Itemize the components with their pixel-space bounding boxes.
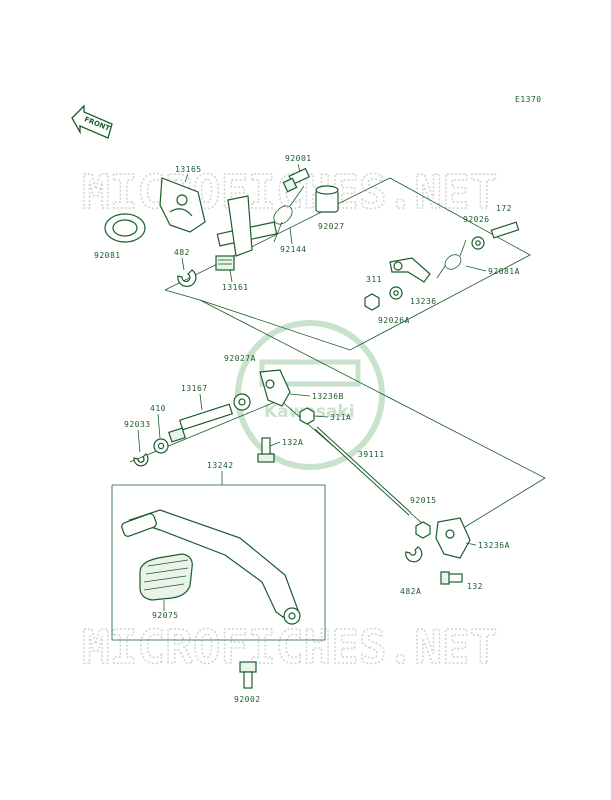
part-13167-shaft (168, 403, 234, 443)
part-410-washer (153, 438, 169, 454)
label-92075: 92075 (152, 611, 179, 620)
part-13236b-lever (259, 369, 291, 407)
label-92033: 92033 (124, 420, 151, 429)
part-92001-bolt (282, 167, 311, 193)
label-13242: 13242 (207, 461, 234, 470)
label-92081: 92081 (94, 251, 121, 260)
label-13236: 13236 (410, 297, 437, 306)
part-92033-ring (133, 453, 149, 467)
label-13167: 13167 (181, 384, 208, 393)
label-92081a: 92081A (488, 267, 520, 276)
part-132a-bolt (257, 437, 275, 463)
label-92027a: 92027A (224, 354, 256, 363)
part-92081-clip (104, 213, 146, 243)
part-92026-washer (471, 236, 485, 250)
label-13236a: 13236A (478, 541, 510, 550)
label-92027: 92027 (318, 222, 345, 231)
watermark-bottom: MICROFICHES.NET (82, 620, 497, 674)
part-13242-shift-pedal (121, 509, 301, 625)
label-39111: 39111 (358, 450, 385, 459)
label-92001: 92001 (285, 154, 312, 163)
part-92015-nut (415, 521, 431, 539)
part-482a-circlip (405, 546, 423, 563)
part-482-circlip (177, 269, 197, 287)
watermark-top: MICROFICHES.NET (82, 165, 497, 219)
label-13161: 13161 (222, 283, 249, 292)
diagram-code: E1370 (515, 95, 542, 104)
part-311a-nut (299, 407, 315, 425)
label-13236b: 13236B (312, 392, 344, 401)
label-410: 410 (150, 404, 166, 413)
label-311a: 311A (330, 413, 351, 422)
part-132-bolt (440, 571, 463, 585)
part-13236-lever (389, 257, 431, 283)
label-92002: 92002 (234, 695, 261, 704)
part-13161-shift-shaft (215, 195, 278, 271)
pedal-frame (111, 484, 326, 641)
boundary-line-upper (164, 177, 531, 351)
label-92026: 92026 (463, 215, 490, 224)
label-172: 172 (496, 204, 512, 213)
part-92027-collar (315, 185, 339, 213)
part-92027a-washer (233, 393, 251, 411)
label-311: 311 (366, 275, 382, 284)
part-172-pin (490, 221, 520, 239)
label-132: 132 (467, 582, 483, 591)
front-arrow-icon: FRONT (71, 104, 113, 139)
label-92015: 92015 (410, 496, 437, 505)
label-92144: 92144 (280, 245, 307, 254)
part-92026a-washer (389, 286, 403, 300)
label-13165: 13165 (175, 165, 202, 174)
label-482a: 482A (400, 587, 421, 596)
part-311-nut (364, 293, 380, 311)
part-92081a-spring (436, 239, 467, 279)
part-13165-plate (159, 177, 206, 233)
label-482: 482 (174, 248, 190, 257)
part-13236a-lever (435, 517, 471, 559)
label-132a: 132A (282, 438, 303, 447)
part-92144-spring (273, 185, 305, 243)
boundary-line-right (199, 299, 546, 531)
part-39111-rod (314, 426, 412, 516)
part-92075-rubber (139, 553, 193, 601)
part-92002-bolt (239, 661, 257, 689)
label-92026a: 92026A (378, 316, 410, 325)
